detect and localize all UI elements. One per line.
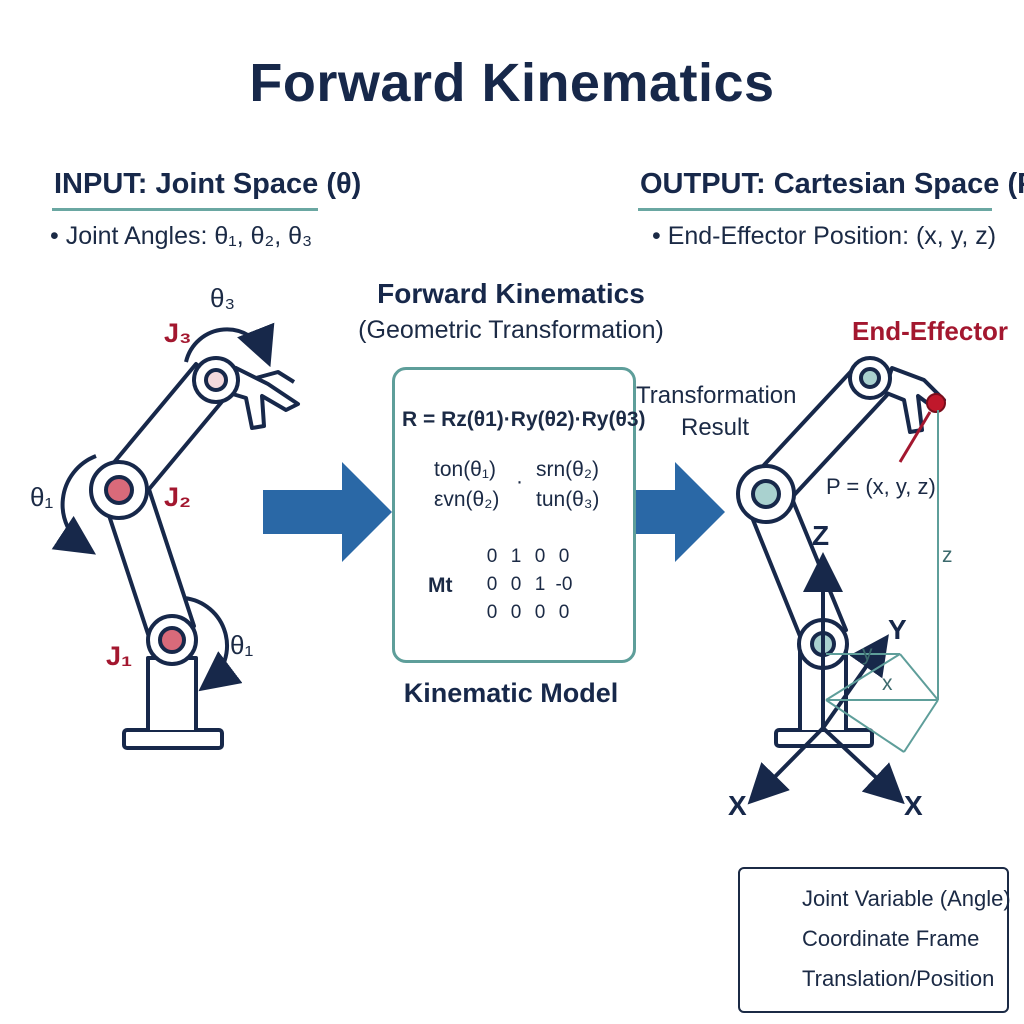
input-heading: INPUT: Joint Space (θ) [54,168,362,200]
matrix-grid: 0 1 0 0 0 0 1 -0 0 0 0 0 [480,546,576,624]
center-heading: Forward Kinematics [377,278,645,309]
position-label-text: P = (x, y, z) [826,474,936,499]
matrix-cell: 1 [510,546,522,567]
joint-label-j3: J₃ [164,318,192,348]
projection-lines [825,410,939,753]
left-joint-j2 [89,460,149,520]
joint-label-j1: J₁ [106,641,133,671]
vector-left-bottom: εvn(θ₂) [434,488,500,511]
axis-label-x-left: X [728,790,747,821]
angle-label-theta1-lower: θ₁ [230,630,254,660]
matrix-row: 0 0 0 0 [480,602,576,624]
kinematic-model-label: Kinematic Model [403,678,619,708]
rotation-arrow-j3 [184,322,275,368]
kinematic-model-box [392,367,636,663]
right-joint-wrist [848,356,892,400]
transformation-result-line2: Result [680,414,750,441]
rotation-arrow-j2 [51,454,97,555]
matrix-cell: -0 [555,574,573,595]
rotation-arrow-j1 [183,596,243,692]
matrix-cell: 0 [510,574,522,595]
input-flow-arrow [263,462,392,562]
joint-label-j2: J₂ [164,482,192,512]
vector-left-top: ton(θ₁) [434,458,496,481]
coordinate-frame-axes [747,552,905,805]
left-joint-j3 [192,356,240,404]
matrix-cell: 0 [534,546,546,567]
projection-label-y: y [862,642,873,665]
transformation-result-line1: Transformation [636,382,797,409]
axis-label-z: Z [812,520,830,551]
matrix-cell: 0 [534,602,546,623]
position-label: P = (x, y, z) [826,474,936,500]
input-bullet: • Joint Angles: θ₁, θ₂, θ₃ [50,222,313,250]
vector-right-bottom: tun(θ₃) [536,488,600,511]
output-heading: OUTPUT: Cartesian Space (P) [640,168,1024,200]
legend-item-joint-variable: Joint Variable (Angle) [802,886,1011,911]
left-robot-arm [96,362,300,750]
matrix-cell: 1 [534,574,546,595]
axis-label-y: Y [888,614,907,645]
vector-dot: · [516,470,523,493]
page-title: Forward Kinematics [249,53,775,113]
legend [738,867,1009,1013]
output-bullet: • End-Effector Position: (x, y, z) [652,222,997,250]
matrix-cell: 0 [486,546,498,567]
end-effector-point [926,393,946,413]
projection-label-z: z [942,544,953,567]
matrix-cell: 0 [486,602,498,623]
angle-label-theta3: θ₃ [210,283,236,313]
right-joint-elbow [736,464,796,524]
rotation-equation: R = Rz(θ1)·Ry(θ2)·Ry(θ3) [402,408,646,431]
end-effector-label: End-Effector [852,316,1008,346]
matrix-cell: 0 [510,602,522,623]
left-joint-j1 [146,614,198,666]
legend-item-coordinate-frame: Coordinate Frame [802,926,980,951]
end-effector-pointer [898,411,932,463]
input-underline [52,208,318,211]
matrix-row: 0 0 1 -0 [480,574,576,596]
center-subheading: (Geometric Transformation) [358,316,664,344]
output-underline [638,208,992,211]
vector-right-top: srn(θ₂) [536,458,599,481]
matrix-cell: 0 [558,546,570,567]
matrix-cell: 0 [486,574,498,595]
matrix-row: 0 1 0 0 [480,546,576,568]
transformation-result-label: Transformation Result [636,380,797,444]
matrix-cell: 0 [558,602,570,623]
output-flow-arrow [632,462,725,562]
legend-item-translation: Translation/Position [802,966,995,991]
axis-label-x-right: X [904,790,923,821]
angle-label-theta1-upper: θ₁ [30,482,54,512]
projection-label-x: x [882,672,893,695]
matrix-label: Mt [428,574,453,597]
